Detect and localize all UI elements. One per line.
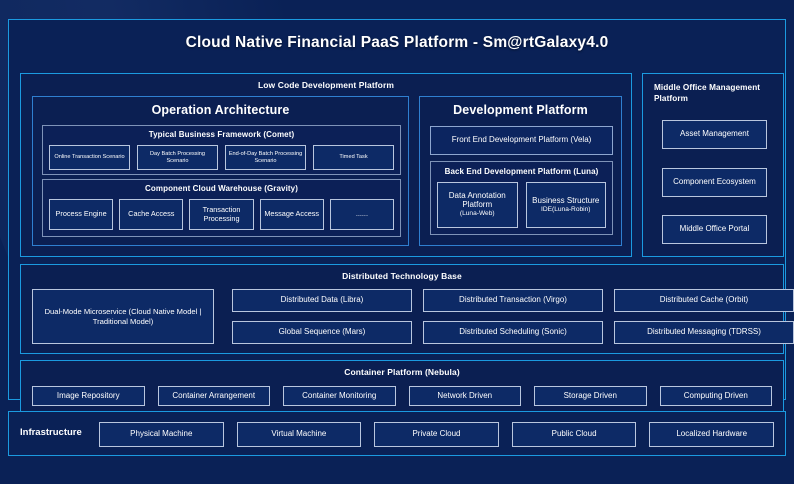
- node-more-ellipsis[interactable]: ......: [329, 199, 395, 230]
- infrastructure-frame: Infrastructure Physical Machine Virtual …: [8, 411, 786, 456]
- development-platform-panel: Development Platform Front End Developme…: [419, 96, 622, 246]
- development-platform-title: Development Platform: [453, 103, 588, 117]
- distributed-base-column-2: Distributed Transaction (Virgo) Distribu…: [423, 289, 603, 344]
- middle-office-platform-title: Middle Office Management Platform: [654, 83, 761, 104]
- page-title: Cloud Native Financial PaaS Platform - S…: [185, 34, 609, 51]
- node-cache-access[interactable]: Cache Access: [119, 199, 184, 230]
- node-computing-driven[interactable]: Computing Driven: [659, 386, 772, 406]
- node-message-access[interactable]: Message Access: [259, 199, 324, 230]
- node-distributed-data-libra[interactable]: Distributed Data (Libra): [232, 289, 412, 312]
- node-private-cloud[interactable]: Private Cloud: [374, 422, 499, 447]
- operation-architecture-panel: Operation Architecture Typical Business …: [32, 96, 409, 246]
- typical-business-framework-panel: Typical Business Framework (Comet) Onlin…: [42, 125, 401, 175]
- node-front-end-development-platform[interactable]: Front End Development Platform (Vela): [430, 126, 613, 155]
- back-end-development-platform-title: Back End Development Platform (Luna): [444, 167, 599, 176]
- node-end-of-day-batch-processing-scenario[interactable]: End-of-Day Batch Processing Scenario: [225, 145, 306, 170]
- node-container-arrangement[interactable]: Container Arrangement: [157, 386, 270, 406]
- distributed-base-column-3: Distributed Cache (Orbit) Distributed Me…: [614, 289, 794, 344]
- node-timed-task[interactable]: Timed Task: [313, 145, 394, 170]
- component-cloud-warehouse-panel: Component Cloud Warehouse (Gravity) Proc…: [42, 179, 401, 237]
- node-physical-machine[interactable]: Physical Machine: [99, 422, 224, 447]
- distributed-base-column-1: Distributed Data (Libra) Global Sequence…: [232, 289, 412, 344]
- node-virtual-machine[interactable]: Virtual Machine: [236, 422, 362, 447]
- infrastructure-label: Infrastructure: [20, 427, 82, 438]
- platform-main-frame: Cloud Native Financial PaaS Platform - S…: [8, 19, 794, 412]
- node-day-batch-processing-scenario[interactable]: Day Batch Processing Scenario: [137, 145, 218, 170]
- low-code-development-platform-panel: Low Code Development Platform Operation …: [20, 73, 632, 257]
- node-container-monitoring[interactable]: Container Monitoring: [283, 386, 396, 406]
- back-end-node-row: Data Annotation Platform (Luna-Web) Busi…: [437, 182, 606, 228]
- node-public-cloud[interactable]: Public Cloud: [511, 422, 637, 447]
- node-data-annotation-platform-line2: (Luna-Web): [459, 210, 495, 218]
- node-storage-driven[interactable]: Storage Driven: [534, 386, 647, 406]
- typical-business-framework-node-row: Online Transaction Scenario Day Batch Pr…: [49, 145, 394, 170]
- middle-office-management-platform-panel: Middle Office Management Platform Asset …: [642, 73, 784, 257]
- node-image-repository[interactable]: Image Repository: [32, 386, 145, 406]
- node-global-sequence-mars[interactable]: Global Sequence (Mars): [232, 321, 412, 344]
- node-distributed-scheduling-sonic[interactable]: Distributed Scheduling (Sonic): [423, 321, 603, 344]
- node-asset-management[interactable]: Asset Management: [662, 120, 767, 149]
- operation-architecture-title: Operation Architecture: [151, 103, 290, 117]
- distributed-technology-base-panel: Distributed Technology Base Dual-Mode Mi…: [20, 264, 794, 354]
- node-business-structure-ide[interactable]: Business Structure IDE(Luna-Robin): [525, 182, 606, 228]
- typical-business-framework-title: Typical Business Framework (Comet): [148, 130, 295, 139]
- distributed-technology-base-title: Distributed Technology Base: [342, 271, 462, 281]
- container-platform-panel: Container Platform (Nebula) Image Reposi…: [20, 360, 784, 412]
- component-cloud-warehouse-node-row: Process Engine Cache Access Transaction …: [49, 199, 395, 230]
- node-distributed-messaging-tdrss[interactable]: Distributed Messaging (TDRSS): [614, 321, 794, 344]
- component-cloud-warehouse-title: Component Cloud Warehouse (Gravity): [145, 184, 298, 193]
- node-middle-office-portal[interactable]: Middle Office Portal: [662, 215, 767, 244]
- node-data-annotation-platform[interactable]: Data Annotation Platform (Luna-Web): [437, 182, 518, 228]
- node-distributed-cache-orbit[interactable]: Distributed Cache (Orbit): [614, 289, 794, 312]
- back-end-development-platform-panel: Back End Development Platform (Luna) Dat…: [430, 161, 613, 235]
- node-component-ecosystem[interactable]: Component Ecosystem: [662, 168, 767, 197]
- node-business-structure-ide-line2: IDE(Luna-Robin): [541, 205, 591, 213]
- node-business-structure-ide-line1: Business Structure: [532, 195, 600, 205]
- node-localized-hardware[interactable]: Localized Hardware: [649, 422, 774, 447]
- node-online-transaction-scenario[interactable]: Online Transaction Scenario: [49, 145, 130, 170]
- container-platform-node-row: Image Repository Container Arrangement C…: [32, 386, 772, 406]
- node-transaction-processing[interactable]: Transaction Processing: [189, 199, 254, 230]
- node-network-driven[interactable]: Network Driven: [408, 386, 521, 406]
- node-distributed-transaction-virgo[interactable]: Distributed Transaction (Virgo): [423, 289, 603, 312]
- infrastructure-node-row: Physical Machine Virtual Machine Private…: [99, 422, 774, 447]
- node-dual-mode-microservice[interactable]: Dual-Mode Microservice (Cloud Native Mod…: [32, 289, 214, 344]
- container-platform-title: Container Platform (Nebula): [344, 367, 460, 377]
- node-data-annotation-platform-line1: Data Annotation Platform: [448, 191, 506, 210]
- low-code-platform-title: Low Code Development Platform: [257, 80, 395, 90]
- node-process-engine[interactable]: Process Engine: [49, 199, 114, 230]
